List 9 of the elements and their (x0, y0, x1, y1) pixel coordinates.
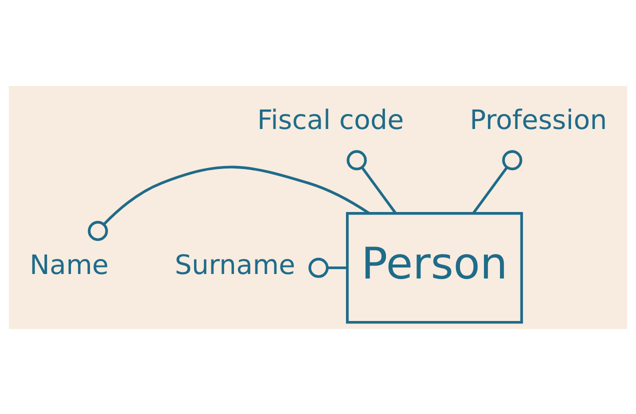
node-text: Profession (470, 104, 607, 136)
node-box: Person (346, 212, 523, 324)
connector (346, 150, 396, 214)
connector (472, 150, 522, 214)
connector (308, 257, 348, 278)
node-text: Surname (174, 250, 296, 281)
node-text: Fiscal code (257, 104, 404, 136)
node-text: Name (30, 250, 109, 281)
connector (88, 165, 370, 240)
